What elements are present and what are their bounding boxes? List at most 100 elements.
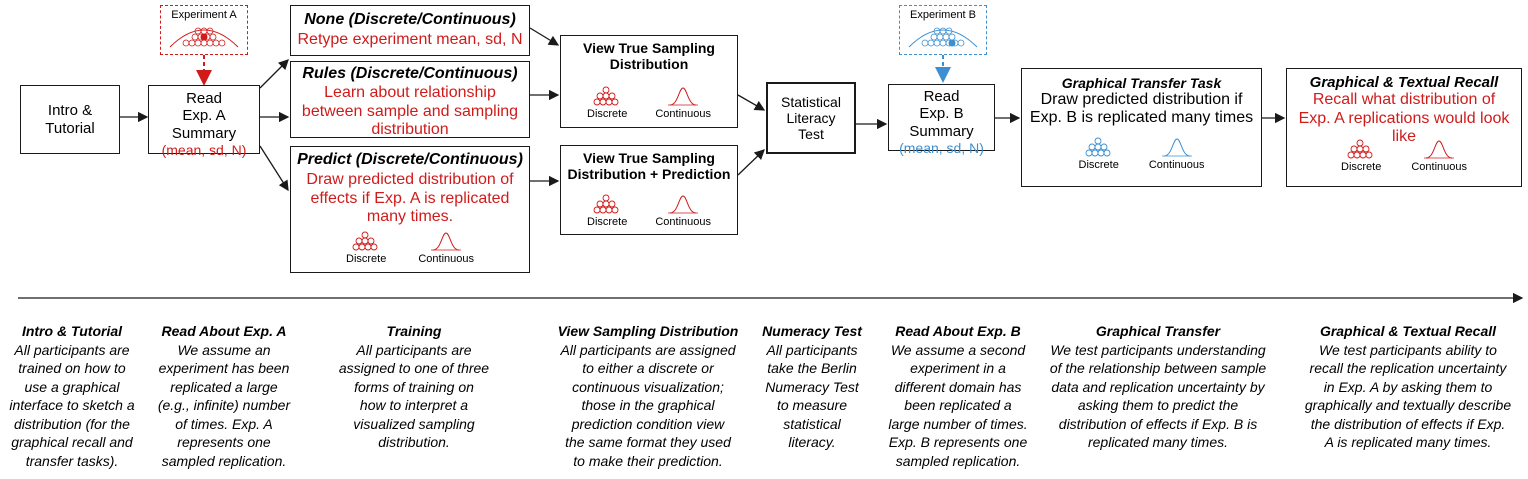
- view-true-discrete-label: Discrete: [587, 108, 628, 120]
- read-a-params: (mean, sd, N): [161, 141, 247, 158]
- timeline-graphical-transfer: Graphical Transfer We test participants …: [1034, 322, 1282, 452]
- timeline-line: We assume a second: [890, 341, 1026, 358]
- literacy-test-box: Statistical Literacy Test: [766, 82, 856, 154]
- view-pred-discrete: Discrete: [587, 194, 627, 229]
- recall-continuous: Continuous: [1411, 139, 1467, 174]
- timeline-line: to either a discrete or: [582, 360, 714, 376]
- timeline-heading: Read About Exp. A: [161, 323, 287, 339]
- timeline-heading: View Sampling Distribution: [557, 323, 739, 339]
- intro-tutorial-box: Intro & Tutorial: [20, 85, 120, 154]
- none-title: None (Discrete/Continuous): [304, 11, 516, 28]
- timeline-line: experiment in a: [910, 360, 1006, 376]
- predict-icons: Discrete Continuous: [291, 231, 529, 266]
- timeline-line: experiment has been: [158, 360, 290, 376]
- predict-continuous: Continuous: [418, 231, 474, 266]
- timeline-line: We test participants ability to: [1319, 341, 1497, 358]
- discrete-blue-icon: [1085, 137, 1111, 157]
- read-a-line2: Exp. A: [182, 107, 226, 125]
- continuous-blue-icon: [1161, 138, 1192, 157]
- view-true-prediction-box: View True Sampling Distribution + Predic…: [560, 145, 738, 235]
- timeline-heading: Training: [386, 323, 442, 339]
- timeline-line: visualized sampling: [353, 415, 475, 432]
- read-a-line3: Summary: [171, 124, 237, 142]
- arrow-viewpred-to-literacy: [737, 149, 765, 176]
- timeline-line: assigned to one of three: [338, 360, 490, 376]
- view-pred-discrete-label: Discrete: [587, 216, 628, 228]
- rules-body: Learn about relationship between sample …: [301, 84, 519, 139]
- view-true-continuous-label: Continuous: [655, 108, 711, 120]
- timeline-line: forms of training on: [354, 378, 474, 395]
- discrete-red-icon: [593, 86, 619, 106]
- none-training-box: None (Discrete/Continuous) Retype experi…: [290, 5, 530, 56]
- timeline-line: transfer tasks).: [25, 452, 119, 469]
- timeline-line: different domain has: [894, 378, 1022, 395]
- continuous-red-icon: [668, 87, 699, 106]
- read-b-line2: Exp. B: [919, 105, 964, 123]
- timeline-line: to measure: [776, 397, 848, 413]
- timeline-line: continuous visualization;: [572, 378, 724, 395]
- timeline-line: how to interpret a: [359, 397, 469, 413]
- recall-box: Graphical & Textual Recall Recall what d…: [1286, 68, 1522, 187]
- timeline-heading: Graphical Transfer: [1095, 323, 1221, 339]
- recall-discrete: Discrete: [1341, 139, 1381, 174]
- timeline-line: asking them to predict the: [1077, 397, 1239, 413]
- timeline-line: large number of times.: [888, 415, 1028, 432]
- recall-body: Recall what distribution of Exp. A repli…: [1298, 91, 1510, 146]
- discrete-red-icon: [1347, 139, 1373, 159]
- read-exp-b-box: Read Exp. B Summary (mean, sd, N): [888, 84, 995, 156]
- timeline-line: the distribution of effects if Exp.: [1310, 415, 1506, 432]
- timeline-numeracy: Numeracy Test All participants take the …: [754, 322, 870, 452]
- predict-continuous-label: Continuous: [418, 253, 474, 265]
- timeline-line: sampled replication.: [161, 452, 287, 469]
- arrow-read-to-predict: [259, 145, 289, 192]
- timeline-line: (e.g., infinite) number: [157, 397, 291, 413]
- timeline-line: of times. Exp. A: [175, 415, 273, 432]
- view-true-pred-icons: Discrete Continuous: [561, 194, 737, 229]
- timeline-line: those in the graphical: [581, 397, 715, 413]
- continuous-red-icon: [668, 195, 699, 214]
- timeline-line: trained on how to: [18, 360, 126, 376]
- timeline-line: All participants are: [14, 341, 130, 358]
- discrete-red-icon: [593, 194, 619, 214]
- predict-discrete: Discrete: [346, 231, 386, 266]
- view-true-title: View True Sampling Distribution: [582, 40, 715, 73]
- experiment-a-box: Experiment A: [160, 5, 248, 55]
- recall-title: Graphical & Textual Recall: [1309, 74, 1499, 91]
- intro-tutorial-title: Intro & Tutorial: [45, 102, 95, 137]
- predict-title: Predict (Discrete/Continuous): [297, 151, 523, 168]
- view-true-pred-title: View True Sampling Distribution + Predic…: [567, 150, 731, 183]
- experiment-b-dots-icon: [908, 27, 978, 48]
- transfer-continuous: Continuous: [1149, 137, 1205, 172]
- view-true-box: View True Sampling Distribution Discrete…: [560, 35, 738, 128]
- timeline-line: of the relationship between sample: [1049, 360, 1267, 376]
- timeline-line: distribution (for the: [14, 415, 130, 432]
- rules-training-box: Rules (Discrete/Continuous) Learn about …: [290, 61, 530, 138]
- read-exp-a-box: Read Exp. A Summary (mean, sd, N): [148, 85, 260, 158]
- experiment-a-dots-icon: [169, 27, 239, 48]
- continuous-red-icon: [1424, 140, 1455, 159]
- timeline-heading: Numeracy Test: [762, 323, 862, 339]
- timeline-line: graphical recall and: [11, 434, 133, 450]
- rules-title: Rules (Discrete/Continuous): [302, 65, 518, 82]
- none-body: Retype experiment mean, sd, N: [297, 31, 523, 49]
- timeline-intro: Intro & Tutorial All participants are tr…: [2, 322, 142, 470]
- recall-icons: Discrete Continuous: [1287, 139, 1521, 174]
- literacy-title: Statistical Literacy Test: [781, 93, 841, 143]
- timeline-line: distribution.: [378, 434, 450, 450]
- timeline-line: prediction condition view: [571, 415, 725, 432]
- timeline-line: literacy.: [788, 434, 836, 450]
- arrow-none-to-view: [529, 27, 560, 46]
- timeline-line: to make their prediction.: [573, 452, 723, 469]
- recall-discrete-label: Discrete: [1341, 161, 1382, 173]
- timeline-line: data and replication uncertainty by: [1051, 378, 1265, 395]
- timeline-read-b: Read About Exp. B We assume a second exp…: [876, 322, 1040, 470]
- timeline-line: interface to sketch a: [9, 397, 135, 413]
- view-true-discrete: Discrete: [587, 86, 627, 121]
- predict-training-box: Predict (Discrete/Continuous) Draw predi…: [290, 146, 530, 273]
- transfer-continuous-label: Continuous: [1148, 159, 1205, 171]
- transfer-body: Draw predicted distribution if Exp. B is…: [1029, 91, 1254, 127]
- transfer-title: Graphical Transfer Task: [1061, 75, 1222, 91]
- view-true-icons: Discrete Continuous: [561, 86, 737, 121]
- arrow-view-to-literacy: [737, 94, 766, 111]
- timeline-line: sampled replication.: [895, 452, 1021, 469]
